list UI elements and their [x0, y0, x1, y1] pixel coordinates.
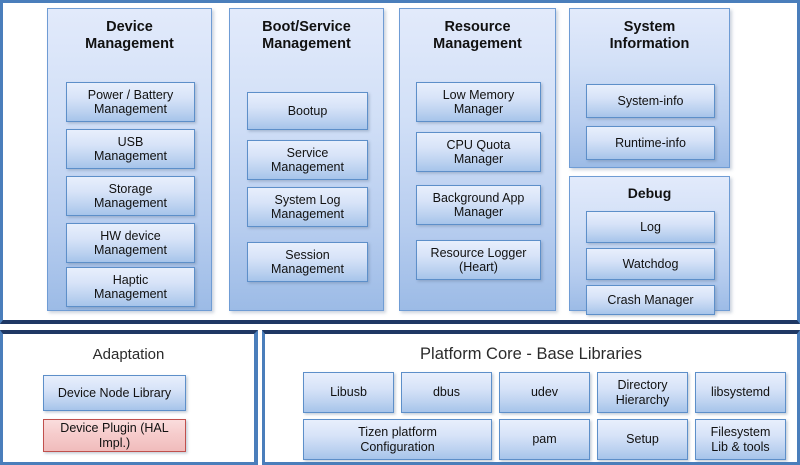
- item-usb-management[interactable]: USB Management: [66, 129, 195, 169]
- item-hw-device-management[interactable]: HW device Management: [66, 223, 195, 263]
- item-low-memory-manager[interactable]: Low Memory Manager: [416, 82, 541, 122]
- item-udev[interactable]: udev: [499, 372, 590, 413]
- item-cpu-quota-manager[interactable]: CPU Quota Manager: [416, 132, 541, 172]
- item-log[interactable]: Log: [586, 211, 715, 243]
- item-watchdog[interactable]: Watchdog: [586, 248, 715, 280]
- item-setup[interactable]: Setup: [597, 419, 688, 460]
- panel-title-boot-service-management: Boot/Service Management: [262, 19, 351, 52]
- panel-title-resource-management: Resource Management: [433, 19, 522, 52]
- item-runtime-info[interactable]: Runtime-info: [586, 126, 715, 160]
- item-power-battery-management[interactable]: Power / Battery Management: [66, 82, 195, 122]
- item-dbus[interactable]: dbus: [401, 372, 492, 413]
- panel-title-device-management: Device Management: [85, 19, 174, 52]
- panel-device-management: Device Management Power / Battery Manage…: [47, 8, 212, 311]
- item-storage-management[interactable]: Storage Management: [66, 176, 195, 216]
- item-device-node-library[interactable]: Device Node Library: [43, 375, 186, 411]
- panel-boot-service-management: Boot/Service Management Bootup Service M…: [229, 8, 384, 311]
- item-pam[interactable]: pam: [499, 419, 590, 460]
- item-tizen-platform-configuration[interactable]: Tizen platform Configuration: [303, 419, 492, 460]
- item-system-log-management[interactable]: System Log Management: [247, 187, 368, 227]
- item-background-app-manager[interactable]: Background App Manager: [416, 185, 541, 225]
- panel-system-information: System Information System-info Runtime-i…: [569, 8, 730, 168]
- item-directory-hierarchy[interactable]: Directory Hierarchy: [597, 372, 688, 413]
- panel-title-debug: Debug: [627, 185, 672, 201]
- item-bootup[interactable]: Bootup: [247, 92, 368, 130]
- top-section-frame: Device Management Power / Battery Manage…: [0, 0, 800, 324]
- panel-resource-management: Resource Management Low Memory Manager C…: [399, 8, 556, 311]
- item-resource-logger-heart[interactable]: Resource Logger (Heart): [416, 240, 541, 280]
- adaptation-title: Adaptation: [92, 346, 165, 363]
- item-device-plugin-hal-impl[interactable]: Device Plugin (HAL Impl.): [43, 419, 186, 452]
- item-session-management[interactable]: Session Management: [247, 242, 368, 282]
- item-system-info[interactable]: System-info: [586, 84, 715, 118]
- item-crash-manager[interactable]: Crash Manager: [586, 285, 715, 315]
- platform-core-section-frame: Platform Core - Base Libraries Libusb db…: [262, 330, 800, 465]
- panel-title-system-information: System Information: [609, 19, 690, 52]
- item-libusb[interactable]: Libusb: [303, 372, 394, 413]
- adaptation-section-frame: Adaptation Device Node Library Device Pl…: [0, 330, 258, 465]
- item-service-management[interactable]: Service Management: [247, 140, 368, 180]
- panel-debug: Debug Log Watchdog Crash Manager: [569, 176, 730, 315]
- item-filesystem-lib-and-tools[interactable]: Filesystem Lib & tools: [695, 419, 786, 460]
- item-libsystemd[interactable]: libsystemd: [695, 372, 786, 413]
- item-haptic-management[interactable]: Haptic Management: [66, 267, 195, 307]
- platform-core-title: Platform Core - Base Libraries: [420, 345, 642, 363]
